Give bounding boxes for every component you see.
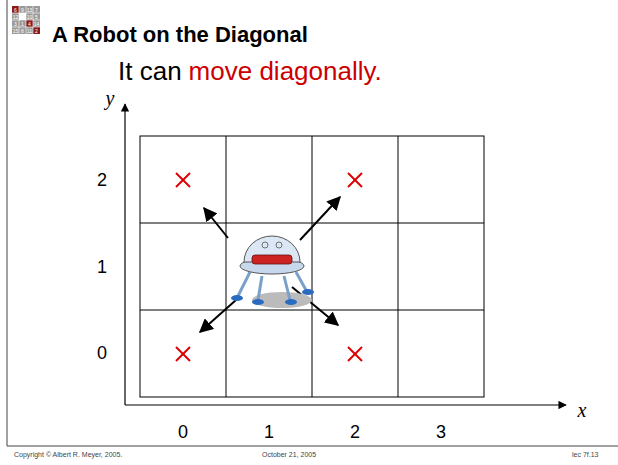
icon-number: 9 <box>21 7 24 12</box>
icon-number: 13 <box>27 7 33 12</box>
icon-number: 6 <box>14 7 17 12</box>
icon-number: 14 <box>34 21 40 26</box>
axis-name: y <box>106 88 115 108</box>
icon-number: 11 <box>27 28 32 33</box>
footer-text: lec 7f.13 <box>572 451 598 458</box>
tick-label: 2 <box>97 171 107 189</box>
robot <box>231 236 314 308</box>
icon-number: 4 <box>28 21 31 26</box>
tick-label: 0 <box>97 344 107 362</box>
icon-number: 7 <box>35 7 38 12</box>
tick-label: 3 <box>436 423 446 441</box>
icon-number: 15 <box>13 28 19 33</box>
tick-label: 2 <box>350 423 360 441</box>
icon-number: 2 <box>35 28 38 33</box>
frame-line <box>7 446 618 447</box>
footer-text: October 21, 2005 <box>262 451 316 458</box>
tick-label: 0 <box>178 423 188 441</box>
icon-number: 8 <box>21 28 24 33</box>
puzzle-icon <box>12 6 40 34</box>
move-arrow <box>200 197 340 332</box>
tick-label: 1 <box>97 258 107 276</box>
slide-title: A Robot on the Diagonal <box>52 24 308 46</box>
y-axis <box>124 104 125 405</box>
axis-name: x <box>578 400 587 420</box>
footer-text: Copyright © Albert R. Meyer, 2005. <box>14 451 122 458</box>
icon-number: 12 <box>13 14 19 19</box>
grid <box>140 136 484 397</box>
icon-number: 10 <box>27 14 33 19</box>
subtitle: It can <box>118 58 182 84</box>
x-axis <box>125 404 566 405</box>
subtitle-highlight: move diagonally. <box>189 58 382 84</box>
target-cross <box>176 173 362 361</box>
icon-number: 5 <box>35 14 38 19</box>
icon-number: 1 <box>21 21 24 26</box>
frame-line <box>7 0 8 446</box>
tick-label: 1 <box>264 423 274 441</box>
icon-number: 3 <box>14 21 17 26</box>
